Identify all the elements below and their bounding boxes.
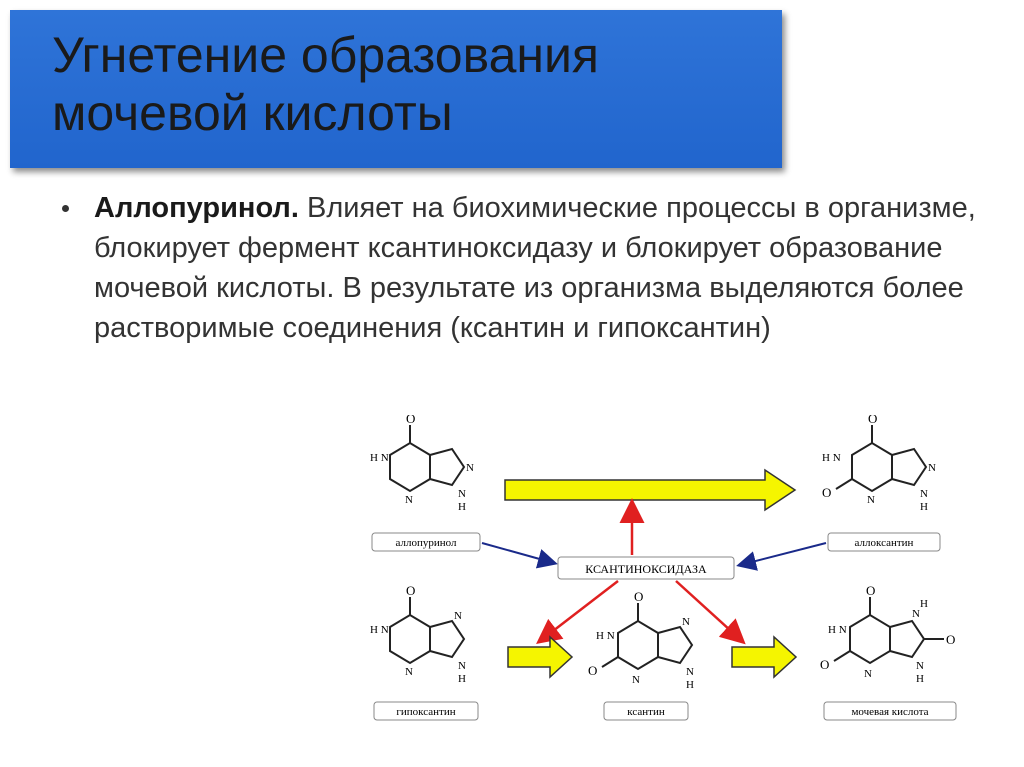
atom-label: N (920, 488, 928, 500)
atom-label: O (588, 663, 597, 678)
atom-label: N (864, 668, 872, 680)
atom-label: N (632, 674, 640, 686)
hypoxanthine-label: гипоксантин (396, 706, 455, 718)
yellow-arrow-top (504, 468, 797, 512)
atom-label: O (866, 583, 875, 598)
alloxanthine-structure: O O H N N N N H (822, 411, 936, 513)
atom-label: O (634, 589, 643, 604)
atom-label: N (686, 666, 694, 678)
atom-label: O (868, 415, 877, 426)
red-arrow-down-left (536, 580, 619, 645)
atom-label: O (820, 657, 829, 672)
atom-label: N (928, 462, 936, 474)
reaction-diagram: O H N N N N H аллопуринол O O H N N N N … (360, 411, 990, 735)
atom-label: H N (596, 630, 615, 642)
allopurinol-label-box: аллопуринол (371, 532, 481, 552)
atom-label: N (682, 616, 690, 628)
atom-label: N (454, 610, 462, 622)
atom-label: H (920, 501, 928, 513)
bullet-text: Аллопуринол. Влияет на биохимические про… (94, 188, 982, 348)
yellow-arrow-bottom-right (731, 635, 798, 679)
atom-n: N (466, 462, 474, 474)
title-bar (10, 10, 782, 168)
atom-label: H N (370, 624, 389, 636)
atom-label: N (912, 608, 920, 620)
atom-n: N (458, 488, 466, 500)
atom-n: N (405, 494, 413, 506)
bullet-icon (62, 205, 69, 212)
bullet-body: Влияет на биохимические процессы в орган… (94, 192, 976, 344)
red-arrow-down-right (675, 580, 746, 645)
blue-arrow-left (481, 542, 558, 569)
blue-arrow-right (736, 542, 827, 571)
atom-label: N (916, 660, 924, 672)
atom-label: H (916, 673, 924, 685)
hypoxanthine-structure: O H N N N N H (370, 583, 466, 685)
atom-label: H (920, 598, 928, 610)
hypoxanthine-label-box: гипоксантин (373, 701, 479, 721)
bullet-paragraph: Аллопуринол. Влияет на биохимические про… (62, 188, 982, 348)
atom-label: H (458, 673, 466, 685)
uric-acid-structure: O O O H N N N H N H (820, 583, 955, 685)
uric-acid-label: мочевая кислота (851, 706, 928, 718)
atom-label: H (686, 679, 694, 691)
atom-hn: H N (370, 452, 389, 464)
yellow-arrow-bottom-left (507, 635, 574, 679)
atom-o: O (406, 415, 415, 426)
alloxanthine-label: аллоксантин (855, 537, 914, 549)
alloxanthine-label-box: аллоксантин (827, 532, 941, 552)
title-line-1: Угнетение образования (52, 27, 599, 83)
atom-label: H N (828, 624, 847, 636)
enzyme-box: КСАНТИНОКСИДАЗА (557, 556, 735, 580)
atom-label: O (946, 632, 955, 647)
xanthine-label: ксантин (627, 706, 665, 718)
xanthine-label-box: ксантин (603, 701, 689, 721)
atom-label: N (867, 494, 875, 506)
atom-label: N (458, 660, 466, 672)
slide-title: Угнетение образования мочевой кислоты (52, 26, 772, 142)
atom-label: O (822, 485, 831, 500)
allopurinol-label: аллопуринол (396, 537, 457, 549)
atom-label: O (406, 583, 415, 598)
atom-label: H N (822, 452, 841, 464)
uric-acid-label-box: мочевая кислота (823, 701, 957, 721)
xanthine-structure: O O H N N N N H (588, 589, 694, 691)
enzyme-label: КСАНТИНОКСИДАЗА (585, 562, 707, 576)
allopurinol-structure: O H N N N N H (370, 411, 474, 513)
atom-h: H (458, 501, 466, 513)
atom-label: N (405, 666, 413, 678)
title-line-2: мочевой кислоты (52, 85, 453, 141)
bullet-bold-term: Аллопуринол. (94, 192, 299, 224)
